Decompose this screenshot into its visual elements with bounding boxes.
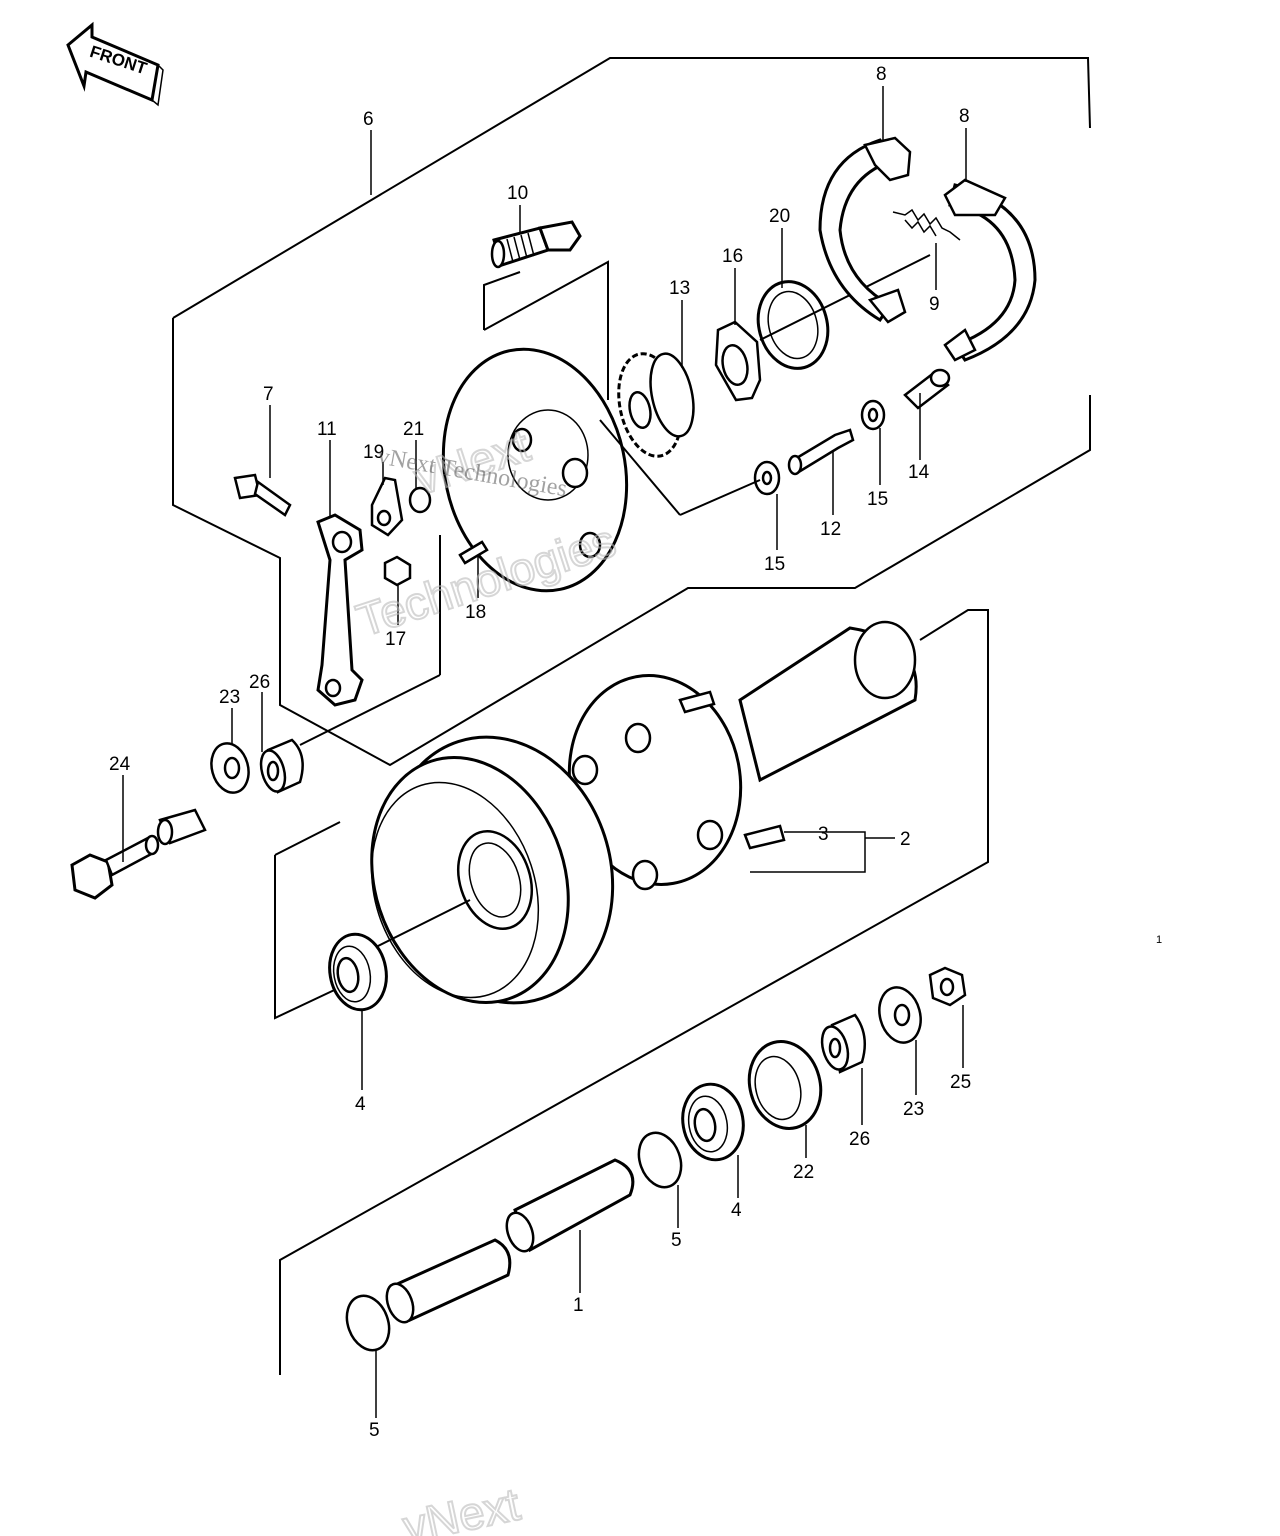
callout-6: 6 [363, 109, 374, 130]
gear-retainer-part [714, 320, 762, 402]
callout-4-left: 4 [355, 1094, 366, 1115]
callout-23-left: 23 [219, 687, 240, 708]
bearing-4-right [681, 1082, 745, 1162]
callout-3: 3 [818, 824, 829, 845]
callout-8-right: 8 [959, 106, 970, 127]
callout-10: 10 [507, 183, 528, 204]
brake-shoe-left-part [818, 136, 912, 324]
leader-lines [122, 86, 967, 1418]
collar-26-left [259, 738, 304, 794]
callout-5-left: 5 [369, 1420, 380, 1441]
wear-indicator-part [370, 476, 404, 537]
cam-lever-bolt-part [233, 473, 292, 517]
speedometer-gear-part [617, 352, 695, 458]
callout-26-left: 26 [249, 672, 270, 693]
axle-bolt-24-part [70, 834, 160, 900]
callout-26-right: 26 [849, 1129, 870, 1150]
axle-sleeve-1-part [385, 1158, 635, 1324]
callout-20: 20 [769, 206, 790, 227]
shoe-spring-part [892, 208, 961, 241]
callout-18: 18 [465, 602, 486, 623]
oil-seal-part [756, 280, 830, 370]
callout-16: 16 [722, 246, 743, 267]
callout-24: 24 [109, 754, 131, 775]
callout-1: 1 [573, 1295, 584, 1316]
brake-shoe-right-part [943, 178, 1037, 362]
speedometer-pinion-part [787, 428, 855, 476]
brake-cam-part [490, 220, 582, 269]
callout-17: 17 [385, 629, 406, 650]
callout-4-right: 4 [731, 1200, 742, 1221]
nut-17-part [383, 555, 412, 587]
pin-18-part [458, 540, 489, 565]
callout-15-upper: 15 [867, 489, 888, 510]
callout-15-lower: 15 [764, 554, 785, 575]
callout-9: 9 [929, 294, 940, 315]
watermark-brand-bottom: vNext [398, 1478, 524, 1536]
callout-13: 13 [669, 278, 690, 299]
part-14-fitting [903, 368, 951, 410]
brake-group-outline [172, 57, 1091, 767]
collar-22-part [747, 1040, 823, 1130]
callout-12: 12 [820, 519, 841, 540]
o-ring-21 [408, 486, 432, 514]
hub-group-outline [274, 609, 989, 1375]
brake-panel-part [441, 347, 629, 593]
callout-7: 7 [263, 384, 274, 405]
front-arrow-icon: FRONT [66, 21, 164, 107]
callout-labels: 6 8 8 10 20 16 13 9 7 11 21 19 14 15 12 … [109, 64, 1162, 1441]
callout-21: 21 [403, 419, 424, 440]
bearing-4-left [328, 932, 388, 1012]
callout-23-right: 23 [903, 1099, 924, 1120]
callout-14: 14 [908, 462, 930, 483]
collar-26-right [820, 1013, 867, 1074]
nut-25-part [928, 966, 967, 1007]
cam-lever-part [316, 513, 364, 707]
callout-11: 11 [317, 419, 337, 440]
circlip-5-left [345, 1294, 391, 1352]
callout-2: 2 [900, 829, 911, 850]
spacer-part [156, 808, 207, 846]
callout-22: 22 [793, 1162, 814, 1183]
callout-5-right: 5 [671, 1230, 682, 1251]
callout-25: 25 [950, 1072, 971, 1093]
circlip-5-right [637, 1131, 683, 1189]
page-marker: 1 [1156, 934, 1162, 946]
callout-8-left: 8 [876, 64, 887, 85]
hub-drum-part [370, 620, 918, 1005]
callout-19: 19 [363, 442, 384, 463]
